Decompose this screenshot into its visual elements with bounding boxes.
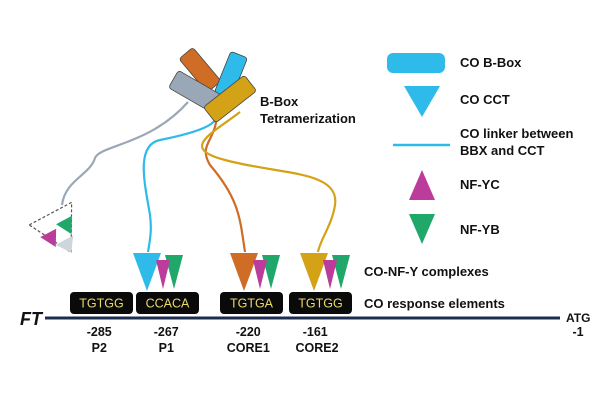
element-positions: -285 -267 -220 -161 -1 xyxy=(87,325,584,339)
bbox-gold-arm xyxy=(204,75,256,123)
detached-nf-yb xyxy=(56,215,72,235)
element-core1: TGTGA xyxy=(220,292,283,314)
pos-p2: -285 xyxy=(87,325,112,339)
complex-core2-nf-yc xyxy=(323,260,337,289)
orange-linker-curve xyxy=(204,97,247,253)
legend-linker-label: CO linker between BBX and CCT xyxy=(460,126,577,158)
legend-bbox-label: CO B-Box xyxy=(460,55,522,70)
name-core1: CORE1 xyxy=(227,341,270,355)
response-label: CO response elements xyxy=(364,296,505,311)
element-core1-box xyxy=(220,292,283,314)
blue-linker-curve xyxy=(142,101,218,253)
legend-nf-yc-label: NF-YC xyxy=(460,177,500,192)
name-p2: P2 xyxy=(92,341,107,355)
element-core2-box xyxy=(289,292,352,314)
bbox-bar-icon xyxy=(387,53,445,73)
complex-p1 xyxy=(133,253,183,291)
element-p2: TGTGG xyxy=(70,292,133,314)
tetramer-label-line1: B-Box xyxy=(260,94,299,109)
complex-core1-cct xyxy=(230,253,258,291)
bbox-orange-arm xyxy=(179,48,221,92)
legend-linker-line1: CO linker between xyxy=(460,126,573,141)
legend-cct-label: CO CCT xyxy=(460,92,510,107)
complex-core1-nf-yb xyxy=(262,255,280,289)
element-p1: CCACA xyxy=(136,292,199,314)
detached-cct-outline xyxy=(28,201,73,254)
legend-nf-yb-label: NF-YB xyxy=(460,222,500,237)
complex-core2 xyxy=(300,253,350,291)
pos-core1: -220 xyxy=(236,325,261,339)
element-core1-seq: TGTGA xyxy=(230,297,274,311)
complex-core1 xyxy=(230,253,280,291)
nf-yc-triangle-icon xyxy=(409,170,435,200)
legend-linker-line2: BBX and CCT xyxy=(460,143,545,158)
tetramer-label-line2: Tetramerization xyxy=(260,111,356,126)
bbox-tetramer xyxy=(169,48,256,123)
name-p1: P1 xyxy=(159,341,174,355)
complex-p1-nf-yc xyxy=(156,260,170,289)
name-core2: CORE2 xyxy=(295,341,338,355)
complex-core2-cct xyxy=(300,253,328,291)
pos-core2: -161 xyxy=(303,325,328,339)
gene-label-ft: FT xyxy=(20,309,44,329)
detached-complex xyxy=(28,201,74,254)
legend: CO B-Box CO CCT CO linker between BBX an… xyxy=(387,53,577,244)
pos-p1: -267 xyxy=(154,325,179,339)
linker-curves xyxy=(60,97,337,253)
element-p1-seq: CCACA xyxy=(146,297,190,311)
element-p2-box xyxy=(70,292,133,314)
complex-p1-nf-yb xyxy=(165,255,183,289)
atg-label: ATG xyxy=(566,311,590,325)
element-core2-seq: TGTGG xyxy=(298,297,342,311)
detached-shadow xyxy=(55,235,74,253)
complex-core2-nf-yb xyxy=(332,255,350,289)
complex-core1-nf-yc xyxy=(253,260,267,289)
complex-p1-cct xyxy=(133,253,161,291)
pos-atg: -1 xyxy=(572,325,583,339)
gold-linker-curve xyxy=(200,111,337,253)
element-core2: TGTGG xyxy=(289,292,352,314)
tetramer-label: B-Box Tetramerization xyxy=(260,94,356,126)
nf-yb-triangle-icon xyxy=(409,214,435,244)
element-p1-box xyxy=(136,292,199,314)
gray-linker-curve xyxy=(60,101,189,206)
element-names: P2 P1 CORE1 CORE2 xyxy=(92,341,339,355)
complex-label: CO-NF-Y complexes xyxy=(364,264,489,279)
cct-triangle-icon xyxy=(404,86,440,117)
detached-nf-yc xyxy=(40,228,57,248)
element-p2-seq: TGTGG xyxy=(79,297,123,311)
